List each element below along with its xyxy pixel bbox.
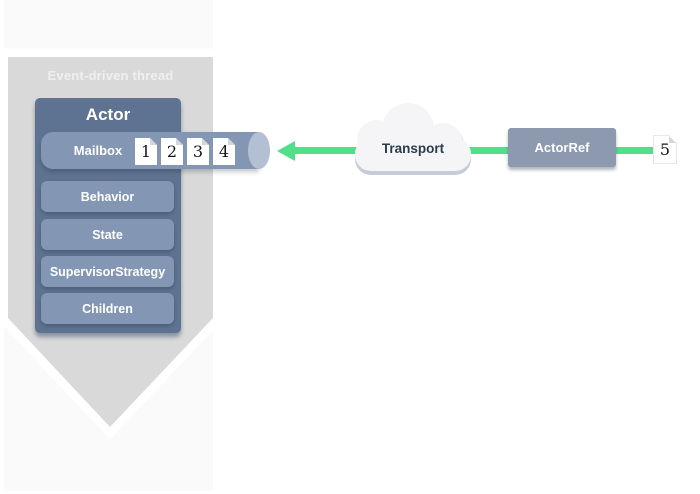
message-tile-4: 4 (213, 138, 235, 165)
green-arrowhead-left-icon (277, 141, 295, 161)
component-box-children: Children (41, 293, 174, 324)
mailbox-label: Mailbox (73, 143, 123, 158)
thread-label: Event-driven thread (47, 68, 174, 83)
actorref-box: ActorRef (508, 128, 616, 167)
component-box-state: State (41, 219, 174, 250)
transport-label: Transport (381, 141, 445, 156)
transport-line-actorref-to-cloud (466, 147, 514, 154)
message-tile-3: 3 (187, 138, 209, 165)
message-tile-1: 1 (135, 138, 157, 165)
transport-cloud-icon (355, 103, 471, 175)
component-box-supervisorstrategy: SupervisorStrategy (41, 256, 174, 287)
mailbox-cylinder-cap-icon (248, 132, 270, 169)
actor-title: Actor (85, 105, 131, 124)
transport-line-cloud-to-mailbox (290, 147, 370, 154)
message-tile-2: 2 (161, 138, 183, 165)
incoming-message-tile: 5 (653, 135, 677, 164)
transport-line-message-to-actorref (613, 147, 654, 154)
component-box-behavior: Behavior (41, 181, 174, 212)
